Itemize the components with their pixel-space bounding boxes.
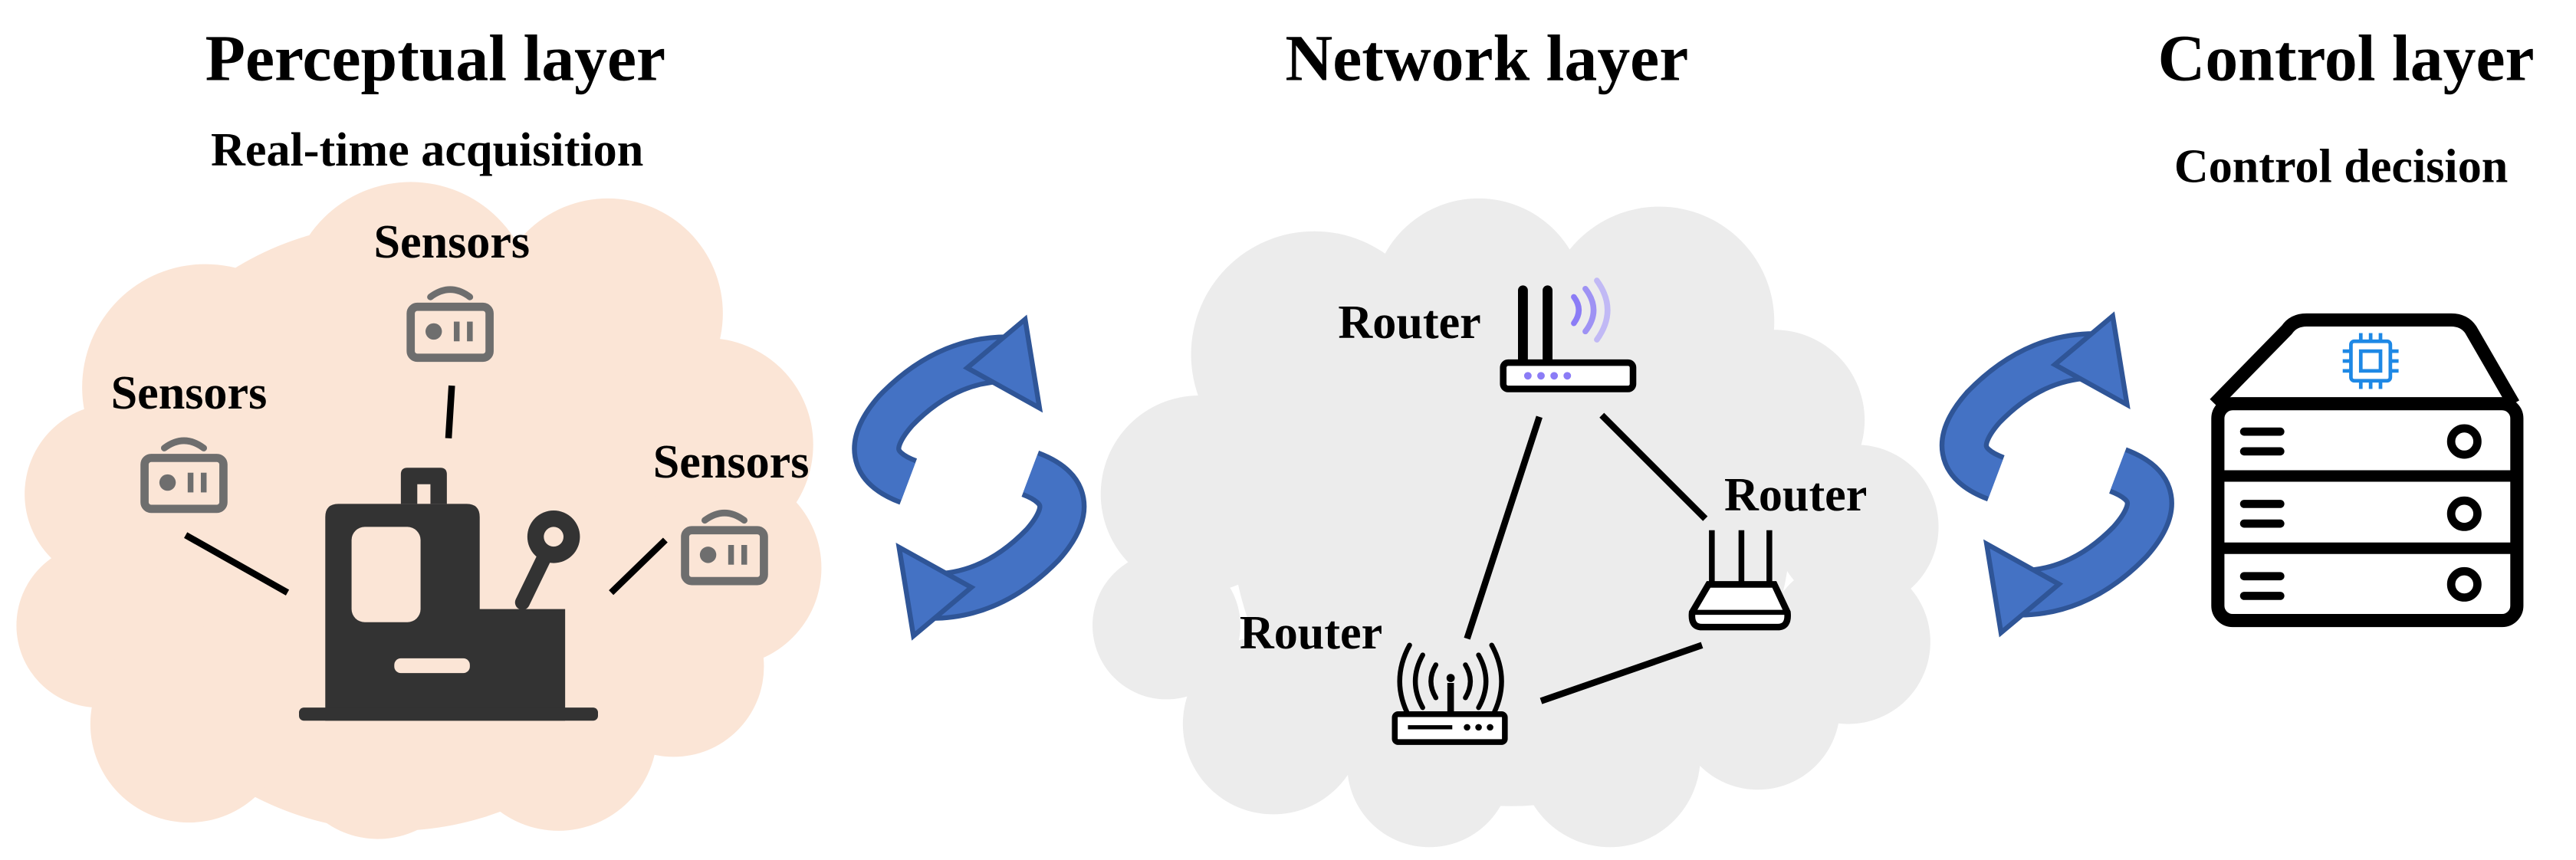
control-layer-title: Control layer [2157,22,2534,95]
router-icon [1392,642,1508,745]
router-label-bottom: Router [1240,607,1382,659]
sensor-icon [681,509,768,586]
control-layer: Control layer Control decision [2157,22,2535,628]
sensor-connectors [184,385,668,596]
sensor-icon [140,437,228,514]
sensor-label-right: Sensors [653,436,810,488]
sensor-icon [406,286,494,363]
sensor-label-left: Sensors [111,367,268,419]
router-label-top: Router [1338,297,1480,349]
perceptual-layer-title: Perceptual layer [205,22,666,95]
server-icon [2210,313,2524,628]
perceptual-layer: Perceptual layer Real-time acquisition S… [16,22,822,839]
router-connections [1464,412,1708,704]
network-layer: Network layer Router [1092,22,1939,848]
industrial-machine-icon [299,468,598,721]
chip-icon [2342,333,2399,389]
router-label-right: Router [1724,469,1867,521]
sensor-label-top: Sensors [373,216,530,268]
wifi-icon [1571,294,1582,327]
perceptual-cloud [16,182,822,839]
router-icon [1500,277,1637,392]
control-layer-subtitle: Control decision [2174,140,2508,192]
network-cloud [1092,198,1939,848]
cycle-arrows-icon [852,314,1087,641]
perceptual-layer-subtitle: Real-time acquisition [211,124,643,176]
cycle-arrows-icon [1939,311,2174,638]
network-layer-title: Network layer [1285,22,1688,95]
router-icon [1688,530,1791,631]
